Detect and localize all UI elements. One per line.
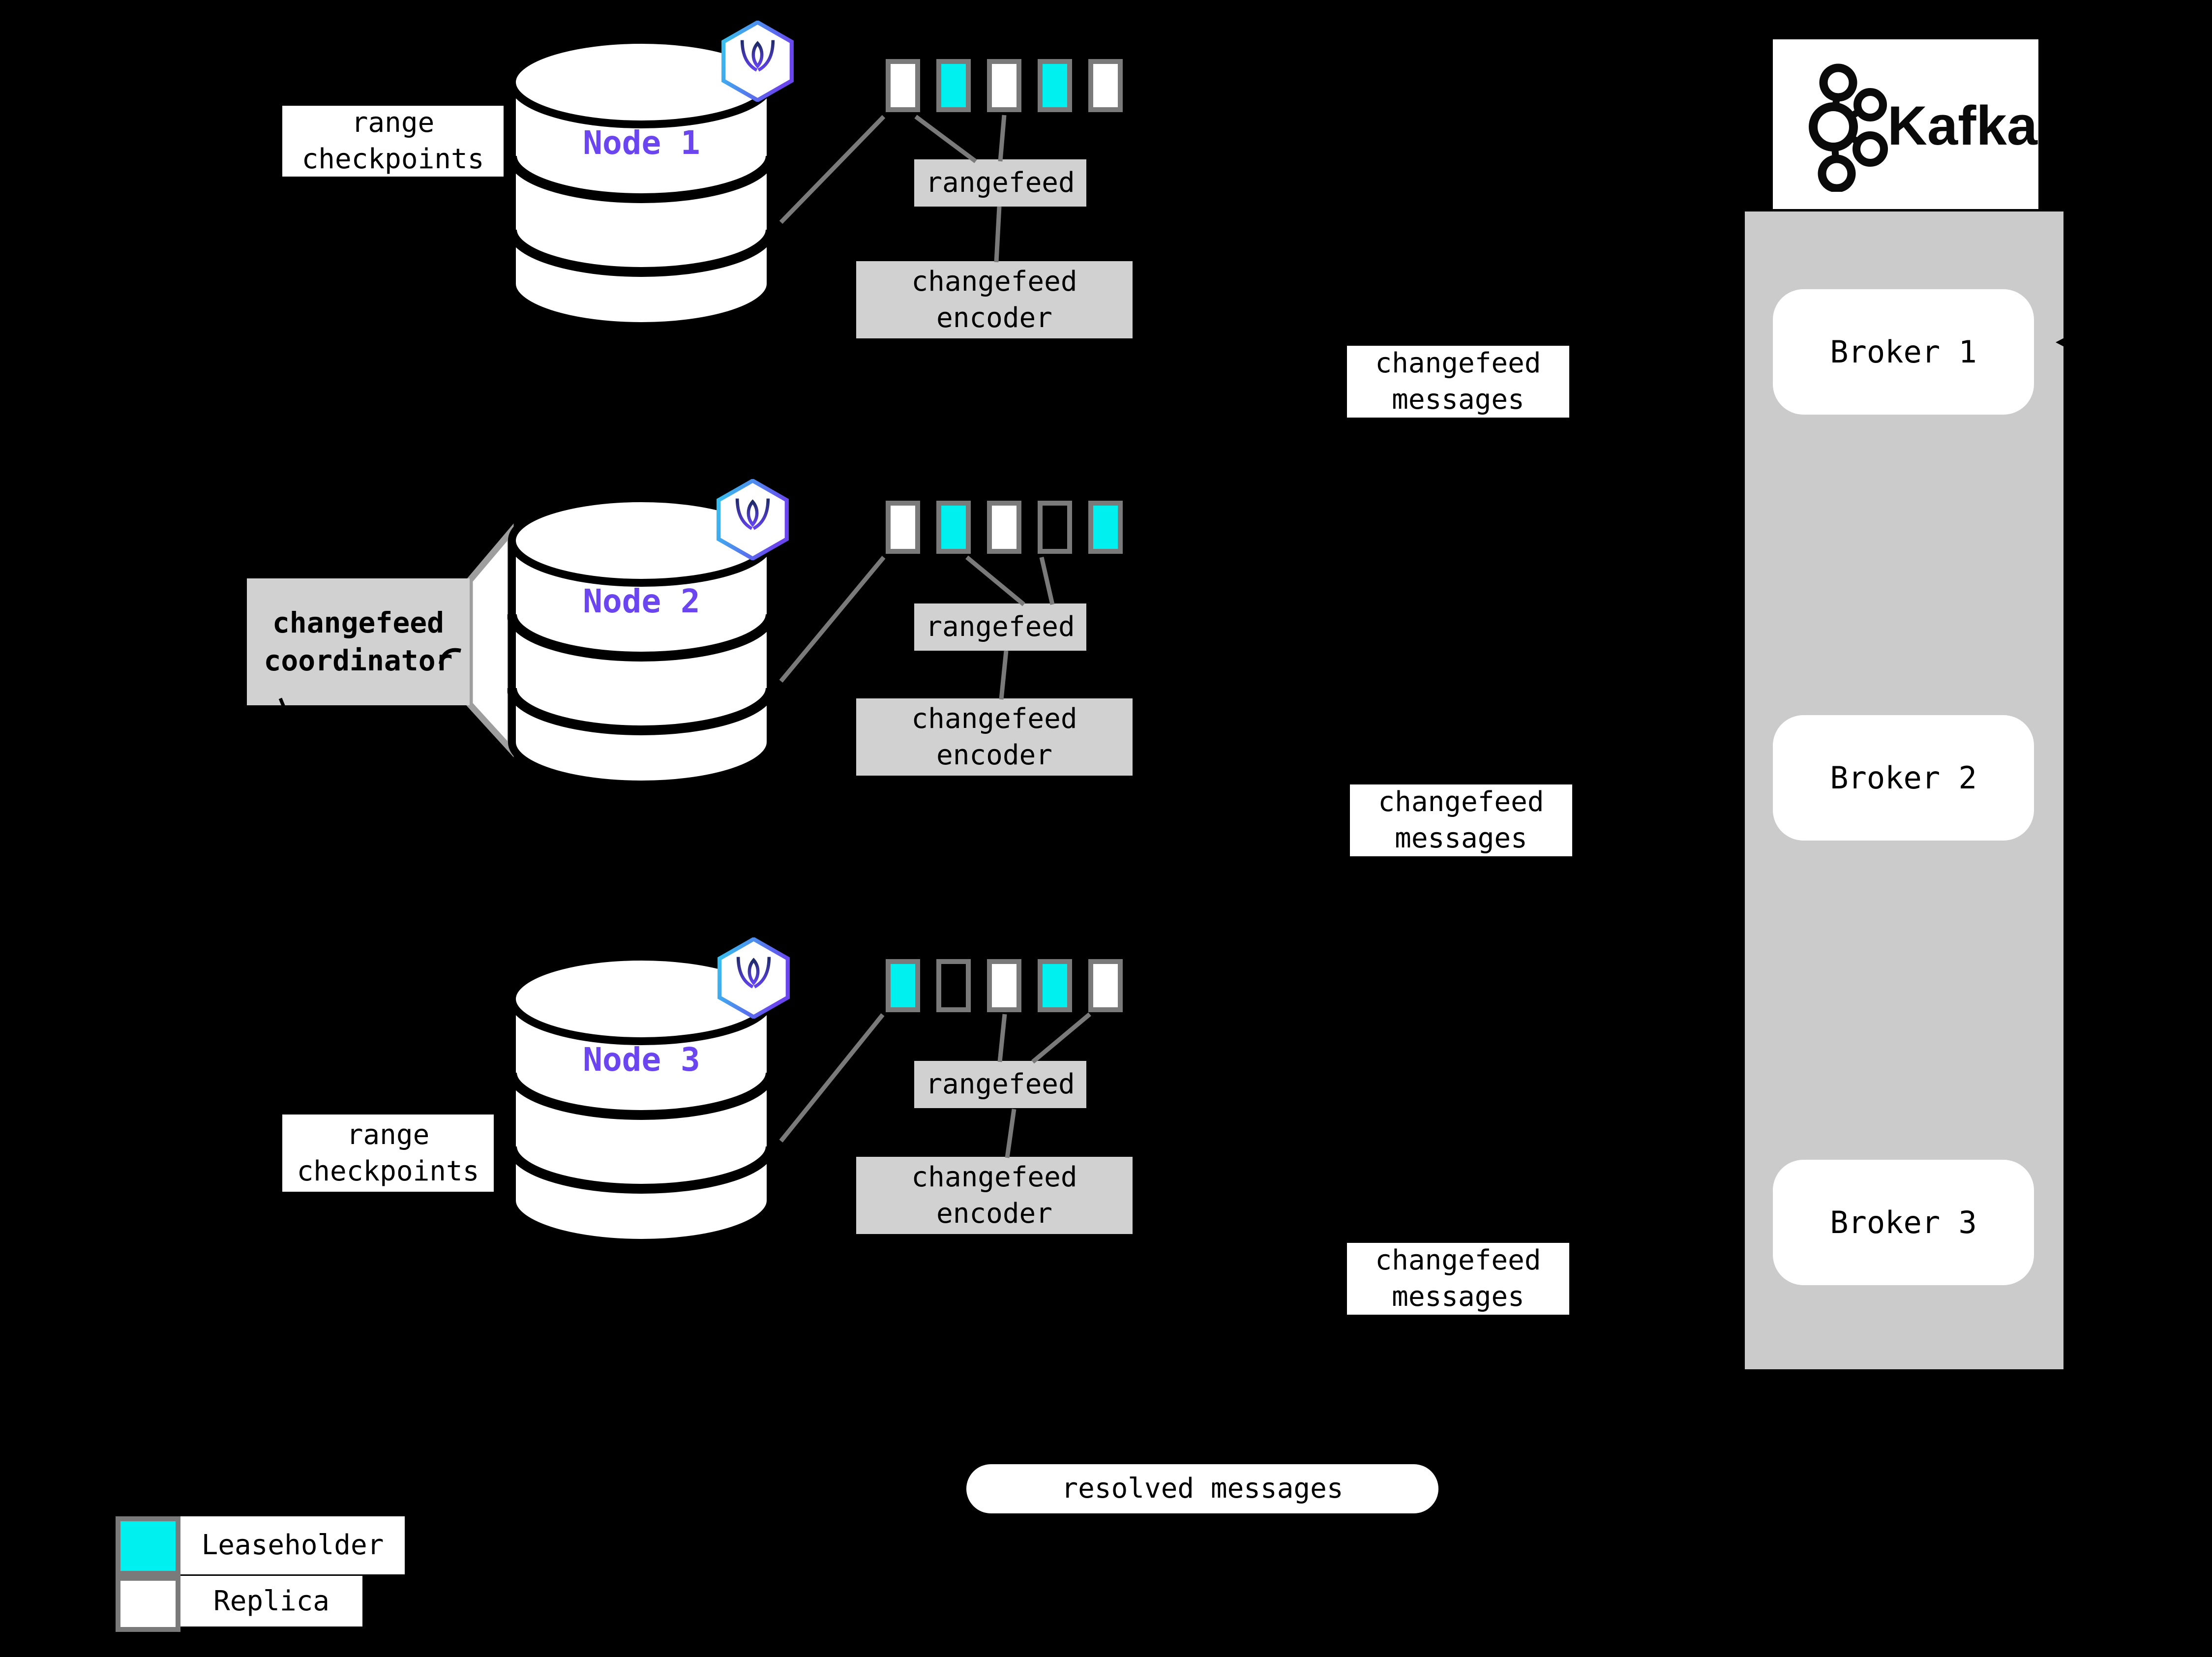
range-square (886, 59, 920, 112)
range-square (987, 959, 1021, 1012)
resolved-messages-pill: resolved messages (966, 1464, 1438, 1513)
legend-leaseholder-swatch (116, 1516, 180, 1576)
range-square (1088, 501, 1123, 554)
rangefeed-box-1: rangefeed (914, 159, 1086, 207)
range-square (1038, 501, 1072, 554)
range-square (1038, 59, 1072, 112)
range-square (987, 501, 1021, 554)
kafka-logo-box (1773, 39, 2038, 209)
cockroachdb-icon (712, 479, 793, 560)
range-square (936, 59, 971, 112)
kafka-brand: Kafka (1887, 94, 2038, 156)
node-1-label: Node 1 (583, 124, 700, 162)
broker-2: Broker 2 (1773, 715, 2034, 841)
broker-2-label: Broker 2 (1830, 760, 1977, 796)
broker-1: Broker 1 (1773, 289, 2034, 415)
range-square (1088, 59, 1123, 112)
changefeed-messages-label-3: changefeed messages (1347, 1243, 1569, 1315)
kafka-icon (1796, 58, 1895, 192)
range-square (936, 959, 971, 1012)
rangefeed-box-3: rangefeed (914, 1061, 1086, 1108)
range-checkpoints-label-bottom: range checkpoints (282, 1115, 494, 1192)
node-2-label: Node 2 (583, 582, 700, 620)
rangefeed-box-2: rangefeed (914, 603, 1086, 651)
range-square (936, 501, 971, 554)
broker-3-label: Broker 3 (1830, 1205, 1977, 1240)
range-square (987, 59, 1021, 112)
changefeed-encoder-box-2: changefeed encoder (856, 698, 1133, 776)
cockroachdb-icon (713, 937, 794, 1019)
range-square (1088, 959, 1123, 1012)
cockroachdb-icon (717, 21, 798, 102)
range-checkpoints-label-top: range checkpoints (282, 106, 504, 177)
legend-replica-swatch (116, 1576, 180, 1632)
broker-3: Broker 3 (1773, 1160, 2034, 1285)
changefeed-encoder-box-1: changefeed encoder (856, 261, 1133, 338)
changefeed-messages-label-2: changefeed messages (1350, 784, 1572, 856)
node-3-label: Node 3 (583, 1041, 700, 1079)
legend-replica-label: Replica (180, 1576, 362, 1627)
range-square (1038, 959, 1072, 1012)
changefeed-coordinator-box: changefeed coordinator (247, 578, 470, 705)
range-square (886, 959, 920, 1012)
broker-1-label: Broker 1 (1830, 334, 1977, 370)
changefeed-messages-label-1: changefeed messages (1347, 346, 1569, 418)
legend-leaseholder-label: Leaseholder (180, 1516, 405, 1574)
range-square (886, 501, 920, 554)
changefeed-encoder-box-3: changefeed encoder (856, 1157, 1133, 1234)
